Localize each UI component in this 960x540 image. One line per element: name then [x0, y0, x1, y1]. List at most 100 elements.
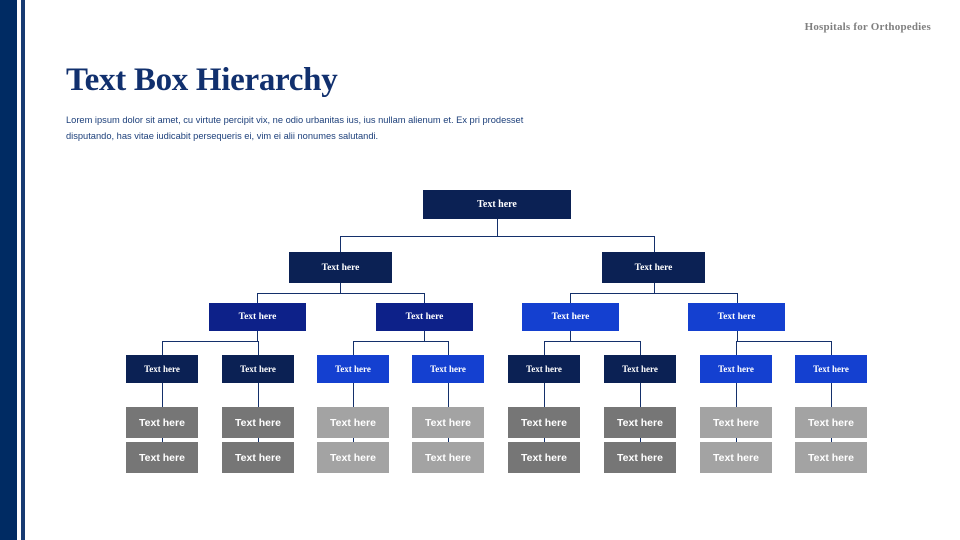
connector-line: [340, 236, 654, 237]
connector-line: [162, 341, 258, 342]
hierarchy-node-n5g[interactable]: Text here: [700, 407, 772, 438]
connector-line: [340, 236, 341, 252]
hierarchy-node-n4h[interactable]: Text here: [795, 355, 867, 383]
page-title: Text Box Hierarchy: [66, 62, 338, 98]
page-subtitle: Lorem ipsum dolor sit amet, cu virtute p…: [66, 115, 524, 141]
hierarchy-node-label: Text here: [713, 416, 759, 429]
slide-eyebrow-label: Hospitals for Orthopedies: [804, 21, 931, 33]
hierarchy-node-n5f[interactable]: Text here: [604, 407, 676, 438]
hierarchy-node-n6g[interactable]: Text here: [700, 442, 772, 473]
hierarchy-node-n6d[interactable]: Text here: [412, 442, 484, 473]
connector-line: [640, 438, 641, 442]
hierarchy-node-n2a[interactable]: Text here: [289, 252, 392, 283]
hierarchy-node-label: Text here: [521, 451, 567, 464]
hierarchy-node-n5h[interactable]: Text here: [795, 407, 867, 438]
hierarchy-node-label: Text here: [321, 262, 360, 273]
hierarchy-node-n6a[interactable]: Text here: [126, 442, 198, 473]
hierarchy-node-n4b[interactable]: Text here: [222, 355, 294, 383]
hierarchy-node-n4f[interactable]: Text here: [604, 355, 676, 383]
connector-line: [737, 293, 738, 303]
connector-line: [257, 293, 424, 294]
connector-line: [353, 341, 448, 342]
connector-line: [353, 438, 354, 442]
hierarchy-node-n6e[interactable]: Text here: [508, 442, 580, 473]
connector-line: [424, 331, 425, 341]
hierarchy-node-label: Text here: [335, 364, 371, 374]
connector-line: [448, 438, 449, 442]
hierarchy-node-label: Text here: [813, 364, 849, 374]
hierarchy-node-n3a[interactable]: Text here: [209, 303, 306, 331]
hierarchy-node-n5c[interactable]: Text here: [317, 407, 389, 438]
hierarchy-node-n3c[interactable]: Text here: [522, 303, 619, 331]
hierarchy-node-label: Text here: [139, 451, 185, 464]
left-accent-bar-thin: [21, 0, 25, 540]
connector-line: [497, 219, 498, 236]
hierarchy-node-n5e[interactable]: Text here: [508, 407, 580, 438]
hierarchy-node-label: Text here: [425, 451, 471, 464]
connector-line: [258, 383, 259, 407]
hierarchy-node-n5d[interactable]: Text here: [412, 407, 484, 438]
connector-line: [353, 383, 354, 407]
hierarchy-node-label: Text here: [634, 262, 673, 273]
hierarchy-node-n3b[interactable]: Text here: [376, 303, 473, 331]
hierarchy-node-n4g[interactable]: Text here: [700, 355, 772, 383]
connector-line: [448, 383, 449, 407]
hierarchy-node-label: Text here: [139, 416, 185, 429]
hierarchy-node-label: Text here: [144, 364, 180, 374]
hierarchy-node-n6b[interactable]: Text here: [222, 442, 294, 473]
hierarchy-node-n6h[interactable]: Text here: [795, 442, 867, 473]
hierarchy-node-label: Text here: [622, 364, 658, 374]
hierarchy-node-n5b[interactable]: Text here: [222, 407, 294, 438]
connector-line: [544, 341, 545, 355]
hierarchy-node-label: Text here: [713, 451, 759, 464]
connector-line: [544, 383, 545, 407]
hierarchy-node-label: Text here: [235, 416, 281, 429]
connector-line: [544, 438, 545, 442]
hierarchy-node-n4a[interactable]: Text here: [126, 355, 198, 383]
connector-line: [736, 341, 737, 355]
hierarchy-node-label: Text here: [405, 312, 444, 322]
hierarchy-node-n2b[interactable]: Text here: [602, 252, 705, 283]
hierarchy-node-n6c[interactable]: Text here: [317, 442, 389, 473]
hierarchy-node-label: Text here: [240, 364, 276, 374]
connector-line: [257, 293, 258, 303]
hierarchy-node-n6f[interactable]: Text here: [604, 442, 676, 473]
hierarchy-node-label: Text here: [425, 416, 471, 429]
connector-line: [257, 331, 258, 341]
connector-line: [831, 438, 832, 442]
connector-line: [162, 383, 163, 407]
connector-line: [424, 293, 425, 303]
connector-line: [737, 331, 738, 341]
hierarchy-node-n1[interactable]: Text here: [423, 190, 571, 219]
connector-line: [831, 341, 832, 355]
hierarchy-node-n5a[interactable]: Text here: [126, 407, 198, 438]
hierarchy-node-label: Text here: [808, 451, 854, 464]
connector-line: [736, 341, 831, 342]
connector-line: [640, 383, 641, 407]
hierarchy-node-n3d[interactable]: Text here: [688, 303, 785, 331]
hierarchy-node-label: Text here: [238, 312, 277, 322]
hierarchy-node-label: Text here: [330, 416, 376, 429]
connector-line: [570, 293, 571, 303]
connector-line: [340, 283, 341, 293]
connector-line: [640, 341, 641, 355]
hierarchy-node-label: Text here: [521, 416, 567, 429]
connector-line: [162, 341, 163, 355]
hierarchy-node-label: Text here: [617, 416, 663, 429]
connector-line: [353, 341, 354, 355]
hierarchy-node-label: Text here: [808, 416, 854, 429]
hierarchy-node-n4c[interactable]: Text here: [317, 355, 389, 383]
hierarchy-node-label: Text here: [430, 364, 466, 374]
connector-line: [544, 341, 640, 342]
hierarchy-node-label: Text here: [477, 199, 517, 210]
connector-line: [654, 236, 655, 252]
connector-line: [736, 383, 737, 407]
hierarchy-node-n4e[interactable]: Text here: [508, 355, 580, 383]
connector-line: [570, 331, 571, 341]
connector-line: [831, 383, 832, 407]
hierarchy-node-n4d[interactable]: Text here: [412, 355, 484, 383]
hierarchy-node-label: Text here: [526, 364, 562, 374]
connector-line: [570, 293, 737, 294]
